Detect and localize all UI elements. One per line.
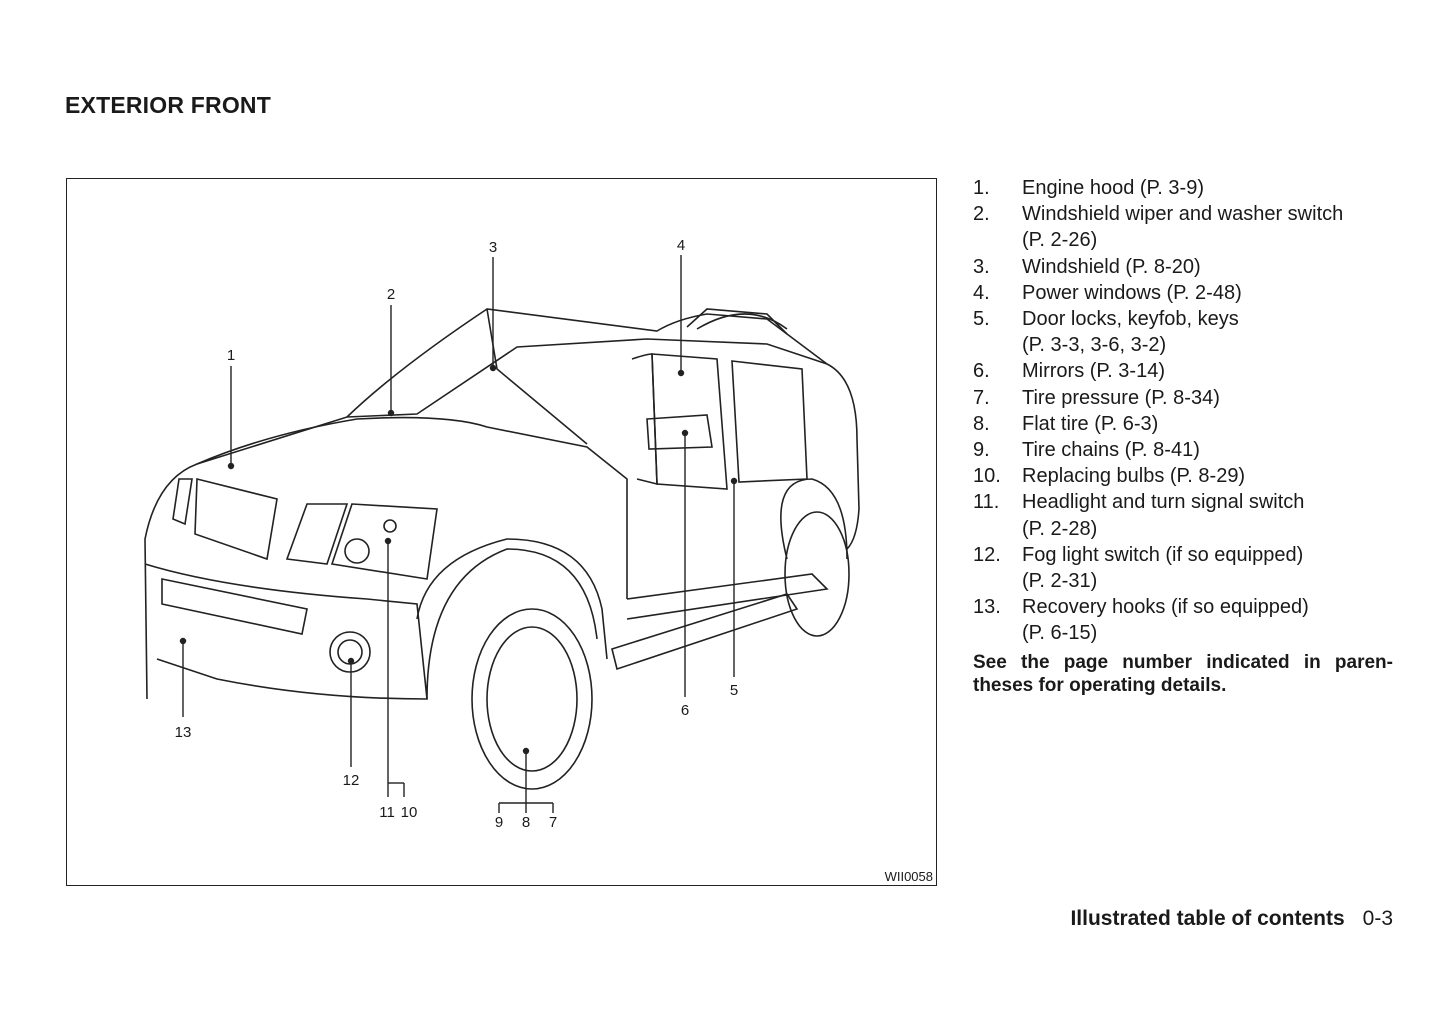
callout-8: 8 (521, 814, 531, 831)
item-text: Fog light switch (if so equipped)(P. 2-3… (1022, 543, 1304, 593)
callout-10: 10 (400, 804, 418, 821)
list-item: 10. Replacing bulbs (P. 8-29) (973, 463, 1393, 489)
item-text: Headlight and turn signal switch(P. 2-28… (1022, 491, 1305, 540)
page-title: EXTERIOR FRONT (65, 92, 271, 118)
item-number: 7. (973, 386, 990, 409)
suv-drawing (144, 308, 860, 790)
list-item: 11. Headlight and turn signal switch(P. … (973, 489, 1393, 541)
item-number: 1. (973, 177, 990, 199)
list-item: 4. Power windows (P. 2-48) (973, 280, 1393, 306)
callout-7: 7 (548, 814, 558, 831)
item-number: 9. (973, 439, 990, 462)
callout-11: 11 (379, 804, 395, 821)
page-footer: Illustrated table of contents 0-3 (1070, 907, 1393, 931)
callout-2: 2 (386, 286, 396, 303)
list-item: 6. Mirrors (P. 3-14) (973, 358, 1393, 384)
item-text: Engine hood (P. 3-9) (1022, 177, 1204, 199)
page-number: 0-3 (1362, 907, 1393, 930)
item-text: Tire chains (P. 8-41) (1022, 439, 1200, 462)
list-item: 8. Flat tire (P. 6-3) (973, 411, 1393, 437)
callout-9: 9 (494, 814, 504, 831)
vehicle-illustration: 1 2 3 4 5 6 13 12 11 10 9 8 7 WII0058 (66, 178, 937, 886)
callout-6: 6 (680, 702, 690, 719)
item-number: 10. (973, 465, 1001, 488)
item-number: 8. (973, 412, 990, 435)
item-number: 2. (973, 203, 990, 226)
item-text: Replacing bulbs (P. 8-29) (1022, 465, 1246, 488)
list-item: 7. Tire pressure (P. 8-34) (973, 385, 1393, 411)
item-number: 11. (973, 491, 1000, 514)
operating-note: See the page number indicated in paren-t… (973, 651, 1393, 696)
figure-code: WII0058 (884, 869, 933, 884)
list-item: 5. Door locks, keyfob, keys(P. 3-3, 3-6,… (973, 306, 1393, 358)
item-text: Windshield wiper and washer switch(P. 2-… (1022, 203, 1344, 252)
item-number: 12. (973, 543, 1001, 566)
callout-1: 1 (226, 347, 236, 364)
callout-5: 5 (729, 682, 739, 699)
callout-13: 13 (174, 724, 192, 741)
callout-12: 12 (342, 772, 360, 789)
section-name: Illustrated table of contents (1070, 907, 1345, 930)
list-item: 13. Recovery hooks (if so equipped)(P. 6… (973, 594, 1393, 646)
item-text: Recovery hooks (if so equipped)(P. 6-15) (1022, 596, 1309, 645)
list-item: 1. Engine hood (P. 3-9) (973, 175, 1393, 201)
callout-4: 4 (676, 237, 686, 254)
callout-3: 3 (488, 239, 498, 256)
item-text: Windshield (P. 8-20) (1022, 255, 1201, 278)
item-number: 6. (973, 360, 990, 383)
callout-leaders (179, 255, 738, 813)
item-number: 3. (973, 255, 990, 278)
list-item: 12. Fog light switch (if so equipped)(P.… (973, 542, 1393, 594)
item-text: Door locks, keyfob, keys(P. 3-3, 3-6, 3-… (1022, 308, 1239, 357)
item-number: 13. (973, 596, 1001, 619)
item-text: Flat tire (P. 6-3) (1022, 412, 1159, 435)
item-number: 4. (973, 281, 990, 304)
item-number: 5. (973, 308, 990, 331)
item-text: Power windows (P. 2-48) (1022, 281, 1242, 304)
item-text: Tire pressure (P. 8-34) (1022, 386, 1220, 409)
list-item: 2. Windshield wiper and washer switch(P.… (973, 201, 1393, 253)
list-item: 3. Windshield (P. 8-20) (973, 254, 1393, 280)
list-item: 9. Tire chains (P. 8-41) (973, 437, 1393, 463)
parts-list: 1. Engine hood (P. 3-9)2. Windshield wip… (973, 175, 1393, 697)
item-text: Mirrors (P. 3-14) (1022, 360, 1165, 383)
